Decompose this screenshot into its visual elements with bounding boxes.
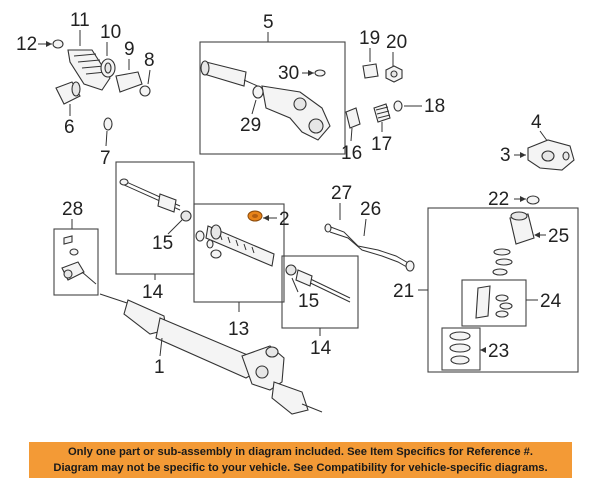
callout-4: 4 <box>531 112 542 133</box>
callout-30: 30 <box>278 63 299 84</box>
fittings-group: 19 20 16 17 18 <box>341 28 445 164</box>
callout-9: 9 <box>124 39 135 60</box>
valve-housing-group: 5 29 30 <box>199 12 346 155</box>
valve-kit-group: 22 25 21 24 23 <box>393 189 579 373</box>
callout-27: 27 <box>331 183 352 204</box>
callout-3: 3 <box>500 145 511 166</box>
callout-15-left: 15 <box>152 233 173 254</box>
rack-assembly-group: 13 <box>193 203 285 340</box>
disclaimer-line-1: Only one part or sub-assembly in diagram… <box>67 446 534 458</box>
spool-part <box>475 285 491 319</box>
ring-part <box>139 85 151 97</box>
part-2-group: 2 <box>247 209 290 230</box>
callout-25: 25 <box>548 226 569 247</box>
pressure-line-part <box>327 225 411 265</box>
callout-12: 12 <box>16 34 37 55</box>
callout-6: 6 <box>64 117 75 138</box>
inner-tie-rod-left-group: 15 14 <box>115 161 195 303</box>
callout-10: 10 <box>100 22 121 43</box>
mount-bracket-group: 4 3 <box>500 112 575 171</box>
right-boot-part <box>271 381 309 415</box>
callout-26: 26 <box>360 199 381 220</box>
tie-rod-end-group: 28 <box>53 199 99 296</box>
callout-11: 11 <box>70 10 90 31</box>
callout-15-right: 15 <box>298 291 319 312</box>
grommet-part <box>115 71 143 93</box>
callout-17: 17 <box>371 134 392 155</box>
boot-kit-group: 12 11 10 9 8 6 7 <box>16 10 155 169</box>
lock-washer-part <box>180 210 192 222</box>
housing-tube-part <box>203 61 247 87</box>
callout-28: 28 <box>62 199 83 220</box>
steering-rack-group: 1 <box>99 293 323 415</box>
disclaimer-line-2: Diagram may not be specific to your vehi… <box>53 462 548 474</box>
callout-18: 18 <box>424 96 445 117</box>
callout-16: 16 <box>341 143 362 164</box>
ring-kit-box <box>441 327 481 371</box>
callout-29: 29 <box>240 115 261 136</box>
washer-part <box>393 100 403 112</box>
nut-part <box>362 63 379 79</box>
callout-2: 2 <box>279 209 290 230</box>
tie-rod-end-box <box>53 228 99 296</box>
rack-bar-part <box>205 225 275 267</box>
callout-19: 19 <box>359 28 380 49</box>
callout-24: 24 <box>540 291 562 312</box>
callout-1: 1 <box>154 357 165 378</box>
callout-22: 22 <box>488 189 509 210</box>
parts-diagram: 12 11 10 9 8 6 7 5 29 <box>16 10 579 415</box>
callout-21: 21 <box>393 281 414 302</box>
disclaimer-banner: Only one part or sub-assembly in diagram… <box>29 442 572 478</box>
callout-20: 20 <box>386 32 407 53</box>
hose-group: 27 26 <box>324 183 415 272</box>
callout-14-right: 14 <box>310 338 332 359</box>
bellows-boot-part <box>67 49 111 91</box>
bracket-part <box>345 107 361 129</box>
callout-13: 13 <box>228 319 249 340</box>
clamp-part <box>52 39 64 49</box>
callout-5: 5 <box>263 12 274 33</box>
return-line-part <box>329 231 413 271</box>
callout-23: 23 <box>488 341 509 362</box>
seal-kit-box <box>461 279 527 327</box>
callout-8: 8 <box>144 50 155 71</box>
callout-14-left: 14 <box>142 282 164 303</box>
housing-box <box>199 41 346 155</box>
callout-7: 7 <box>100 148 111 169</box>
o-ring-part <box>103 117 113 131</box>
inner-tie-rod-right-group: 15 14 <box>281 255 359 359</box>
